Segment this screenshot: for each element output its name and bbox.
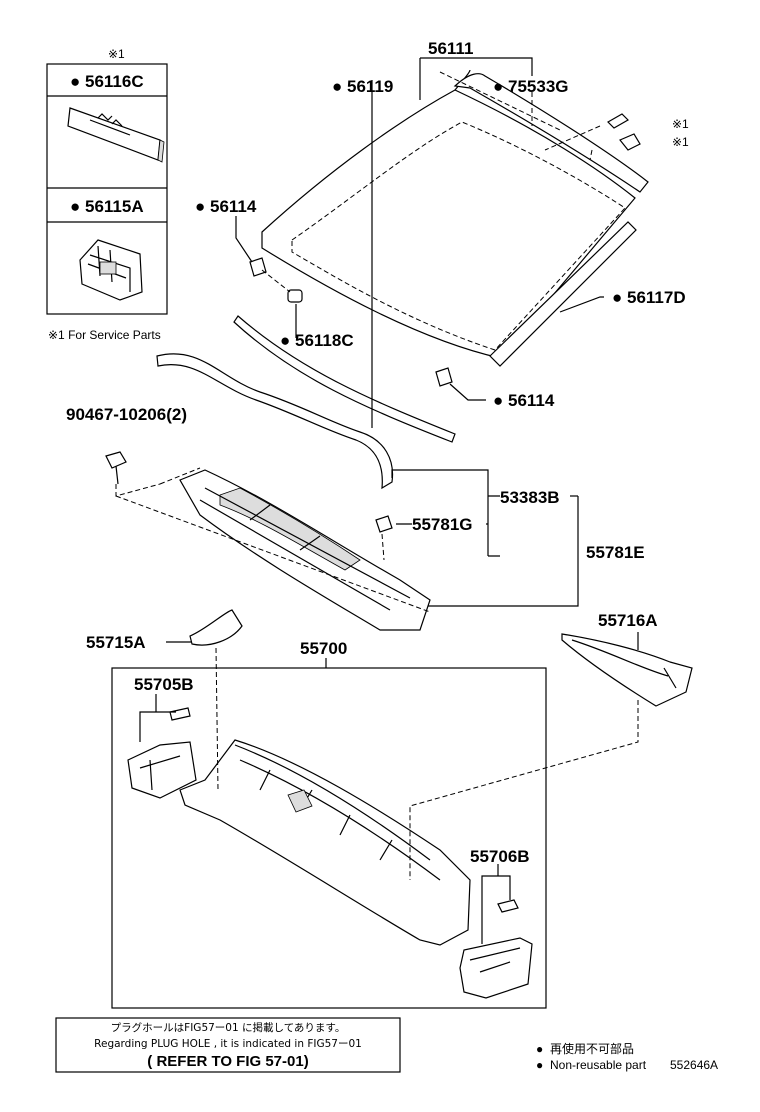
- bullet-icon: ●: [195, 197, 205, 216]
- service-parts-note: ※1 For Service Parts: [48, 328, 161, 342]
- part-code-56116C[interactable]: 56116C: [85, 72, 144, 91]
- callout-56114-right[interactable]: 56114: [508, 391, 555, 410]
- callout-90467-10206[interactable]: 90467-10206(2): [66, 405, 187, 424]
- callout-55705B[interactable]: 55705B: [134, 675, 194, 694]
- clip-56114-left: [249, 257, 267, 277]
- cowl-panel-box: [111, 667, 547, 1009]
- callout-56118C[interactable]: 56118C: [295, 331, 354, 350]
- service-mark-a: ※1: [672, 117, 689, 131]
- roof-moulding: [453, 73, 649, 193]
- callout-56111[interactable]: 56111: [428, 39, 473, 58]
- bullet-icon: ●: [493, 77, 503, 96]
- callout-56117D[interactable]: 56117D: [627, 288, 686, 307]
- bullet-icon: ●: [280, 331, 290, 350]
- strip-part-illustration: [67, 107, 165, 163]
- bullet-icon: ●: [536, 1058, 543, 1072]
- lower-strip: [233, 315, 456, 443]
- callout-55781E[interactable]: 55781E: [586, 543, 645, 562]
- callout-53383B[interactable]: 53383B: [500, 488, 560, 507]
- bullet-icon: ●: [493, 391, 503, 410]
- bracket-55715A: [189, 609, 243, 646]
- clip-service-a: [607, 113, 629, 129]
- bullet-icon: ●: [612, 288, 622, 307]
- clip-56114-right: [435, 367, 453, 387]
- service-parts-box: ※1 ● 56116C ● 56115A ※1 For Service Part…: [46, 47, 168, 342]
- service-mark-b: ※1: [672, 135, 689, 149]
- legend-en: Non-reusable part: [550, 1058, 647, 1072]
- callout-56119[interactable]: 56119: [347, 77, 393, 96]
- notice-box: プラグホールはFIG57ー01 に掲載してあります。 Regarding PLU…: [55, 1017, 401, 1073]
- legend: ● 再使用不可部品 ● Non-reusable part 552646A: [536, 1041, 718, 1072]
- spacer-56118C: [287, 289, 303, 303]
- bracket-55705B: [127, 707, 197, 799]
- bracket-55706B: [459, 899, 533, 999]
- callout-55715A[interactable]: 55715A: [86, 633, 146, 652]
- callout-55700[interactable]: 55700: [300, 639, 347, 658]
- callout-75533G[interactable]: 75533G: [508, 77, 569, 96]
- callout-55716A[interactable]: 55716A: [598, 611, 658, 630]
- service-mark: ※1: [108, 47, 125, 61]
- callout-55706B[interactable]: 55706B: [470, 847, 530, 866]
- bullet-icon: ●: [70, 72, 80, 91]
- figure-id: 552646A: [670, 1058, 718, 1072]
- panel-55716A: [561, 633, 693, 707]
- cowl-panel: [179, 739, 471, 946]
- cowl-weatherstrip: [156, 353, 394, 490]
- callout-55781G[interactable]: 55781G: [412, 515, 473, 534]
- refer-link[interactable]: ( REFER TO FIG 57-01): [147, 1053, 308, 1070]
- notice-line-jp: プラグホールはFIG57ー01 に掲載してあります。: [111, 1021, 346, 1034]
- cowl-louver: [179, 469, 431, 631]
- windshield-glass: [261, 69, 636, 359]
- callout-56114-left[interactable]: 56114: [210, 197, 257, 216]
- notice-line-en: Regarding PLUG HOLE , it is indicated in…: [94, 1038, 362, 1050]
- leader-lines: [115, 57, 639, 944]
- bullet-icon: ●: [332, 77, 342, 96]
- clip-part-illustration: [79, 239, 143, 301]
- legend-jp: 再使用不可部品: [550, 1041, 634, 1056]
- bullet-icon: ●: [536, 1042, 543, 1056]
- side-moulding: [489, 221, 637, 367]
- part-code-56115A[interactable]: 56115A: [85, 197, 144, 216]
- bullet-icon: ●: [70, 197, 80, 216]
- clip-service-b: [619, 133, 641, 151]
- bolt-90467: [105, 451, 127, 485]
- nozzle-55781G: [375, 515, 393, 533]
